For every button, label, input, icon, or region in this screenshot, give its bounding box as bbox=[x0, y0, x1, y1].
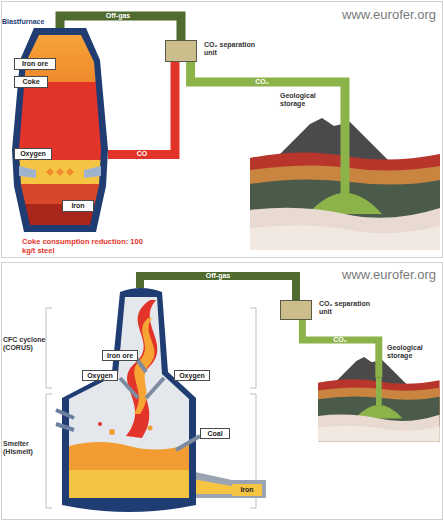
pipe-label: Off-gas bbox=[188, 272, 248, 280]
illustration-node: Geological storage bbox=[318, 378, 440, 442]
output-box: Iron bbox=[232, 484, 262, 496]
splash bbox=[98, 422, 102, 426]
panel-frame bbox=[2, 263, 443, 520]
node-text: Iron ore bbox=[107, 352, 133, 360]
separation-unit: CO₂ separation unit bbox=[280, 300, 312, 320]
vessel-shell bbox=[62, 288, 196, 512]
node-text: Smelter (HIsmelt) bbox=[3, 440, 47, 456]
node-text: Coal bbox=[207, 430, 222, 438]
input-box: Oxygen bbox=[174, 370, 210, 381]
node-text: Oxygen bbox=[20, 150, 46, 158]
splash bbox=[109, 429, 115, 435]
iron-layer bbox=[0, 204, 120, 229]
bracket bbox=[46, 394, 52, 508]
pipe-label: CO bbox=[112, 150, 172, 158]
illustration-node: Geological storage bbox=[250, 150, 440, 250]
pipe-connector bbox=[140, 276, 296, 300]
input-box: Oxygen bbox=[14, 148, 52, 160]
iron-channel bbox=[186, 478, 262, 494]
node-text: Oxygen bbox=[179, 372, 205, 380]
tuyere bbox=[19, 166, 36, 178]
pipe-label: CO₂ bbox=[232, 78, 292, 86]
node-text: Coke bbox=[22, 78, 39, 86]
input-box: Iron ore bbox=[102, 350, 138, 361]
lance bbox=[176, 436, 200, 450]
input-box: Oxygen bbox=[82, 370, 118, 381]
node-text: CFC cyclone (CORUS) bbox=[3, 336, 47, 352]
pipe-label: CO₂ bbox=[310, 336, 370, 344]
node-text: CO₂ separation unit bbox=[319, 300, 377, 316]
slag-layer bbox=[0, 184, 120, 204]
node-text: CO₂ separation unit bbox=[204, 41, 262, 57]
pipe-connector bbox=[191, 62, 345, 150]
node-text: Geological storage bbox=[387, 344, 439, 360]
node-text: Oxygen bbox=[87, 372, 113, 380]
node-text: Iron bbox=[240, 486, 253, 494]
raceway bbox=[66, 168, 74, 176]
burden-layer bbox=[0, 30, 120, 82]
pipe-label: Off-gas bbox=[88, 12, 148, 20]
tuyere bbox=[56, 424, 74, 430]
bracket bbox=[250, 308, 256, 388]
pipe-connector bbox=[60, 16, 181, 40]
raceway bbox=[46, 168, 54, 176]
input-box: Coal bbox=[200, 428, 230, 439]
watermark: www.eurofer.org bbox=[296, 8, 436, 23]
slag-bath bbox=[69, 442, 189, 470]
flame bbox=[126, 300, 157, 438]
metal-bath bbox=[69, 470, 189, 498]
raceway bbox=[56, 168, 64, 176]
pipe-connector bbox=[108, 62, 175, 154]
flame-core bbox=[134, 318, 155, 414]
hot-zone bbox=[0, 82, 120, 160]
lance bbox=[146, 378, 164, 398]
illustration-node: CFC cyclone (CORUS)Smelter (HIsmelt) bbox=[62, 288, 196, 515]
node-text: Iron ore bbox=[22, 60, 48, 68]
separation-unit: CO₂ separation unit bbox=[165, 40, 197, 62]
tuyere-zone bbox=[0, 160, 120, 184]
watermark: www.eurofer.org bbox=[296, 268, 436, 283]
input-box: Iron bbox=[62, 200, 94, 212]
lance bbox=[120, 378, 138, 398]
bracket bbox=[46, 308, 52, 388]
tuyere bbox=[84, 166, 101, 178]
note-text: Coke consumption reduction: 100 kg/t ste… bbox=[22, 237, 146, 255]
node-text: Blastfurnace bbox=[2, 18, 62, 26]
tuyere bbox=[56, 410, 74, 418]
vessel-interior bbox=[69, 297, 189, 498]
node-text: Iron bbox=[71, 202, 84, 210]
input-box: Iron ore bbox=[14, 58, 56, 70]
tap-trough bbox=[186, 470, 266, 498]
input-box: Coke bbox=[14, 76, 48, 88]
splash bbox=[148, 426, 153, 431]
node-text: Geological storage bbox=[280, 92, 340, 108]
pipe-connector bbox=[302, 320, 378, 378]
